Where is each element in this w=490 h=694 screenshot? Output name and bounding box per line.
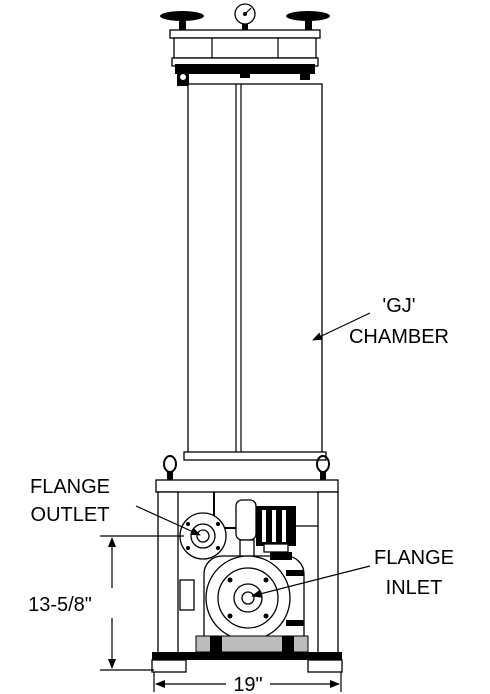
base-frame [151,479,343,673]
lid-top-plate [169,29,321,39]
pump-motor [195,552,309,653]
chamber-column [183,83,327,461]
flange-inlet-leader-line [251,565,371,598]
piping-assembly [213,492,318,567]
flange-inlet-label-line2: INLET [386,577,443,599]
flange-outlet-label-line1: FLANGE [30,476,110,498]
lid-body [173,37,317,59]
chamber-label-line1: 'GJ' [382,295,415,317]
chamber-body [187,83,323,459]
frame-bottom-rail [152,652,342,660]
flange-outlet-callout: FLANGE OUTLET [30,476,201,536]
flange-inlet-callout: FLANGE INLET [251,547,454,599]
width-dimension-text: 19" [233,674,262,694]
lid-assembly [160,3,330,86]
frame-top-rail [155,479,339,493]
frame-foot-left [151,659,187,673]
lifting-eye-left [163,455,177,482]
pressure-gauge-icon [234,3,256,34]
frame-right-post [317,491,339,655]
lid-knob-left [160,11,204,32]
chamber-label-line2: CHAMBER [349,326,449,348]
width-dimension: 19" [153,672,342,694]
frame-foot-right [307,659,343,673]
lifting-eye-right [316,455,330,482]
flange-outlet [179,512,227,560]
chamber-leader-line [312,312,371,341]
chamber-callout: 'GJ' CHAMBER [312,295,449,348]
height-dimension: 13-5/8" [28,535,184,671]
frame-left-post [157,491,179,655]
flange-outlet-leader-line [135,505,201,536]
height-dimension-text: 13-5/8" [28,594,92,616]
lid-knob-right [286,11,330,32]
pump-base [195,635,309,653]
flange-outlet-label-line2: OUTLET [31,504,110,526]
union-valve [256,506,296,553]
flange-inlet-label-line1: FLANGE [374,547,454,569]
